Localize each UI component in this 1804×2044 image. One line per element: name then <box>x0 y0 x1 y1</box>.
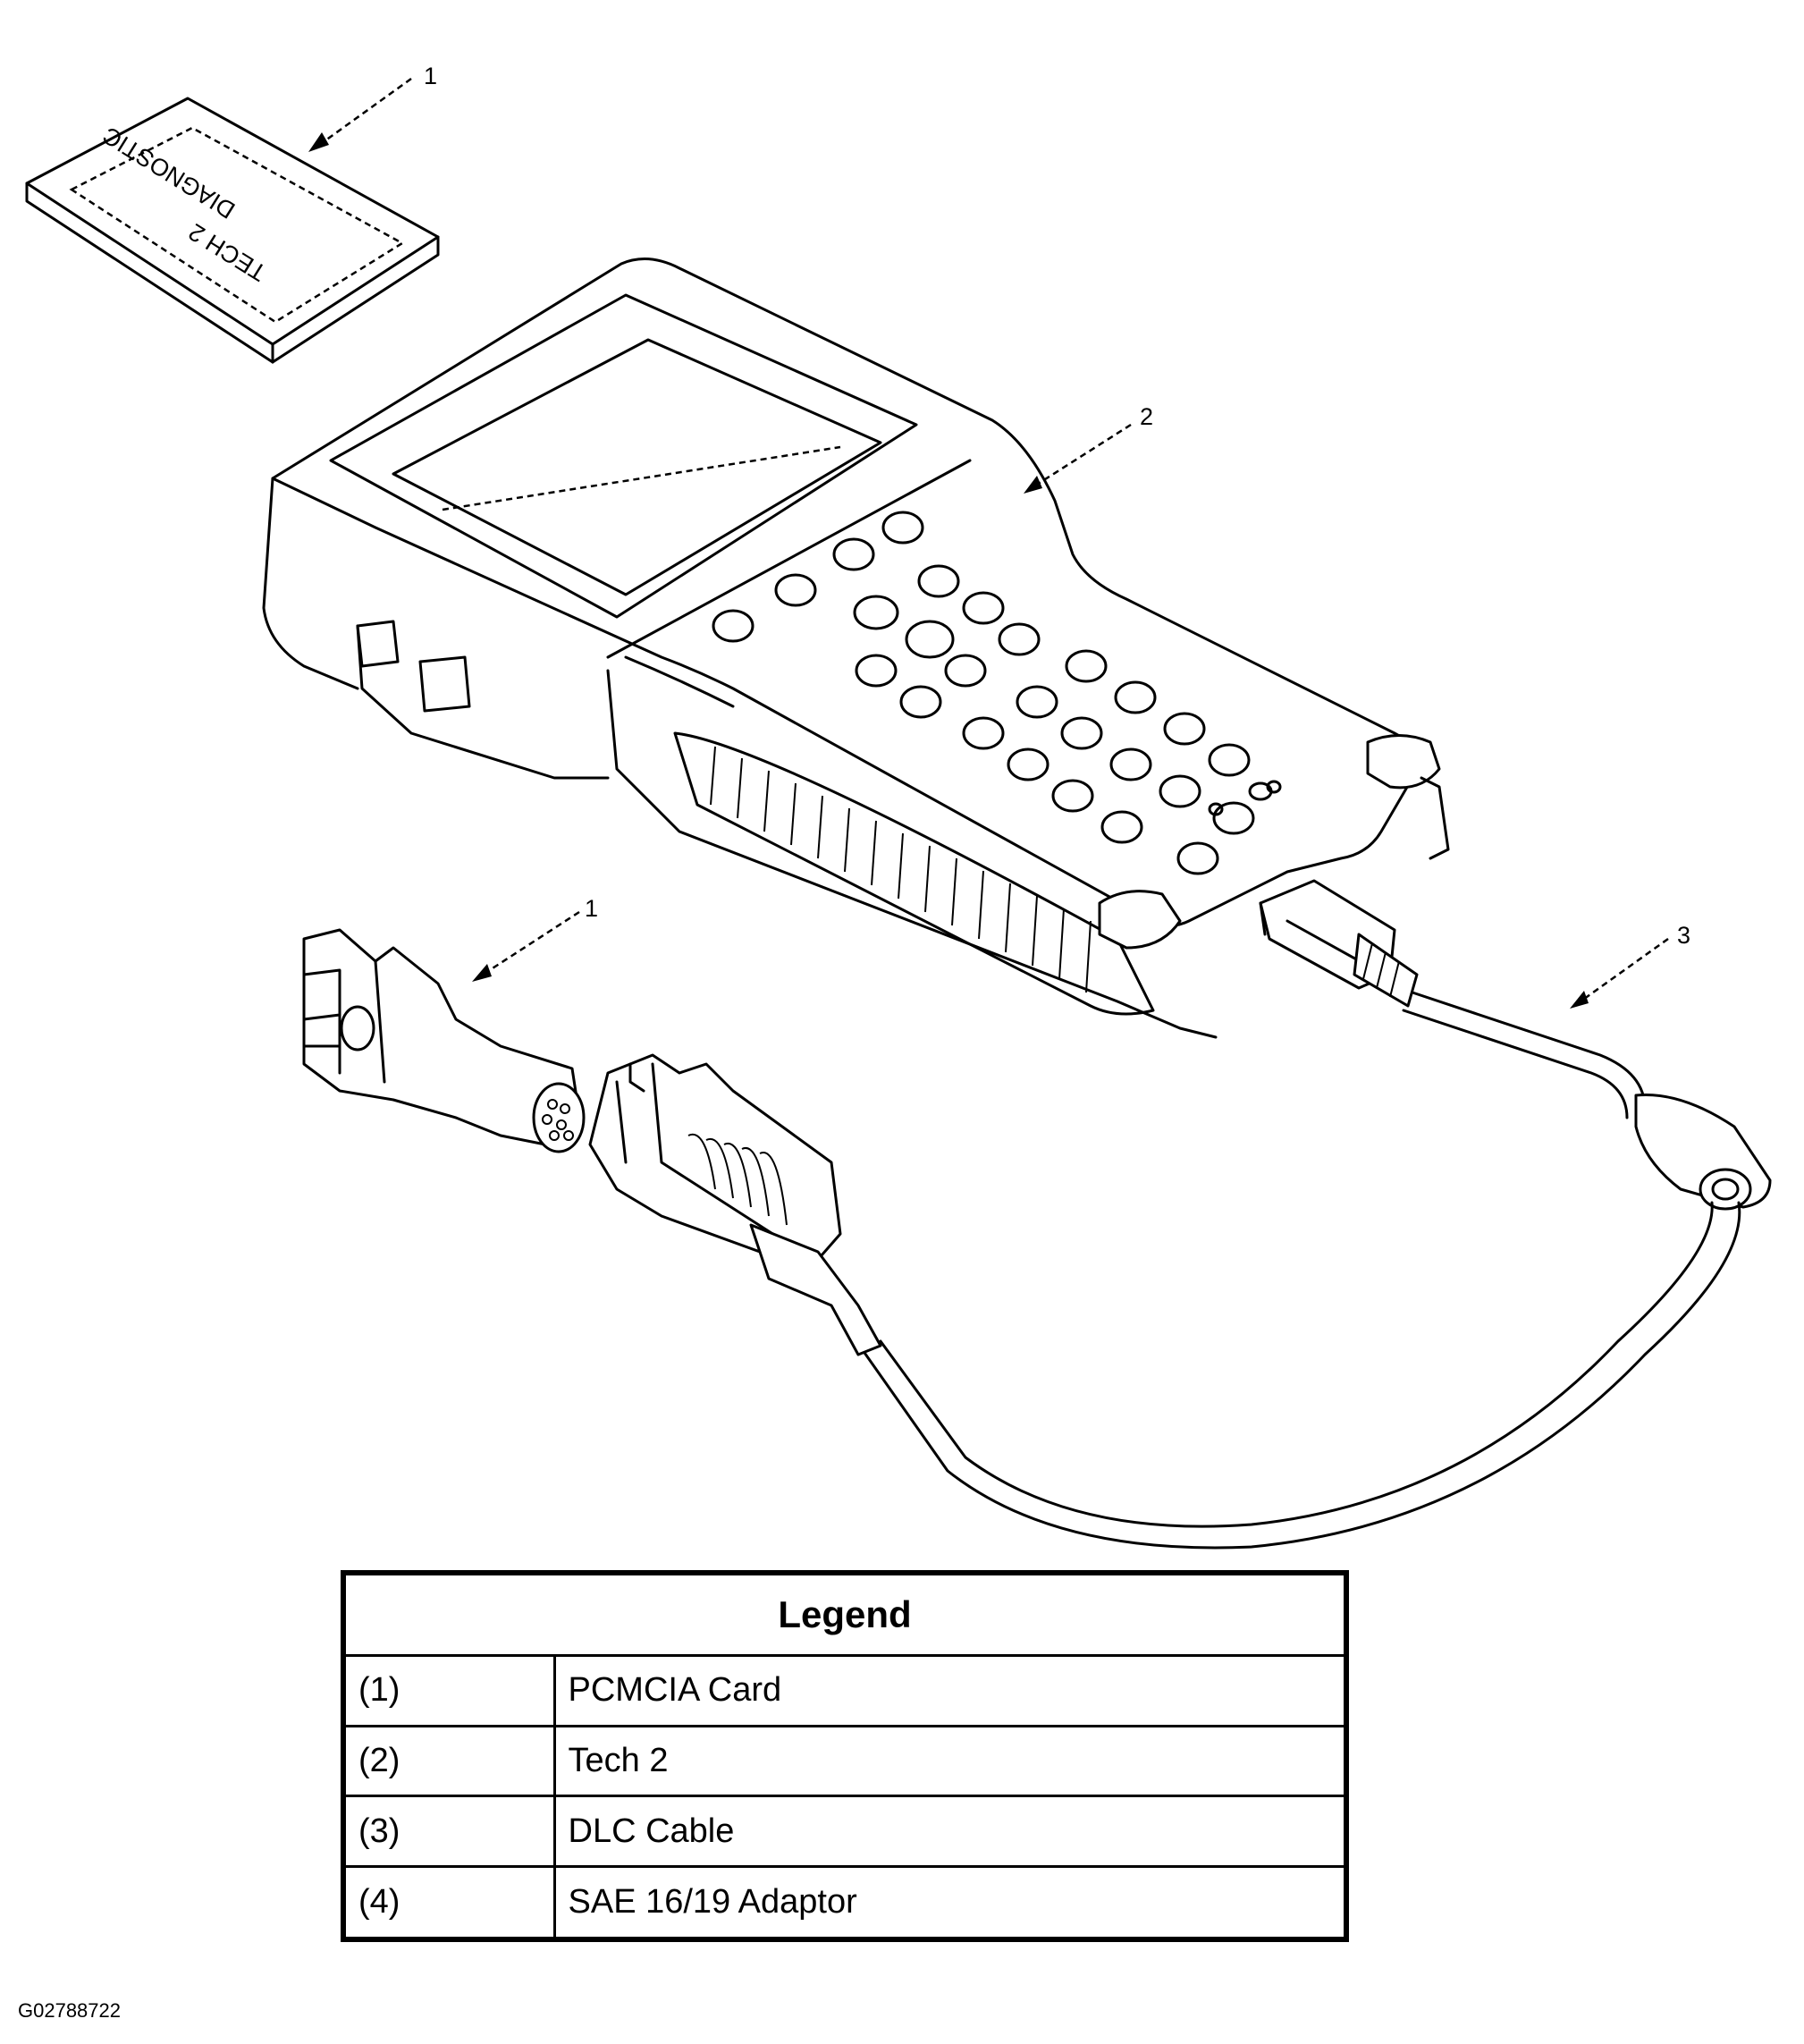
callout-4-adaptor: 1 <box>472 895 598 982</box>
legend-row-number: (4) <box>341 1865 556 1941</box>
legend-row: (2) Tech 2 <box>341 1724 1348 1798</box>
legend-table: Legend (1) PCMCIA Card (2) Tech 2 (3) DL… <box>341 1570 1349 1942</box>
legend-title: Legend <box>341 1571 1348 1657</box>
legend-row-number: (1) <box>341 1654 556 1727</box>
callout-number-2: 2 <box>1140 403 1153 430</box>
pcmcia-card: TECH 2 DIAGNOSTIC <box>25 97 440 364</box>
callout-number-1: 1 <box>424 63 437 89</box>
tech2-body <box>262 258 1450 1039</box>
legend-row-text: Tech 2 <box>552 1724 1348 1798</box>
legend-row-text: SAE 16/19 Adaptor <box>552 1865 1348 1941</box>
sae-adaptor <box>302 928 586 1153</box>
legend-row: (3) DLC Cable <box>341 1795 1348 1869</box>
tech2-exploded-illustration: TECH 2 DIAGNOSTIC <box>25 63 1772 1550</box>
callout-number-4: 1 <box>585 895 598 922</box>
callout-number-3: 3 <box>1677 922 1690 949</box>
legend-header-row: Legend <box>341 1571 1348 1657</box>
callout-1-card: 1 <box>308 63 437 152</box>
figure-id: G02788722 <box>18 1999 121 2022</box>
legend-row: (4) SAE 16/19 Adaptor <box>341 1865 1348 1941</box>
legend-row-text: PCMCIA Card <box>552 1654 1348 1727</box>
legend-row: (1) PCMCIA Card <box>341 1654 1348 1727</box>
legend-row-number: (3) <box>341 1795 556 1869</box>
callout-3-cable: 3 <box>1570 922 1690 1009</box>
callout-2-tech2: 2 <box>1024 403 1153 494</box>
dlc-cable <box>588 991 1772 1550</box>
legend-row-number: (2) <box>341 1724 556 1798</box>
legend-row-text: DLC Cable <box>552 1795 1348 1869</box>
